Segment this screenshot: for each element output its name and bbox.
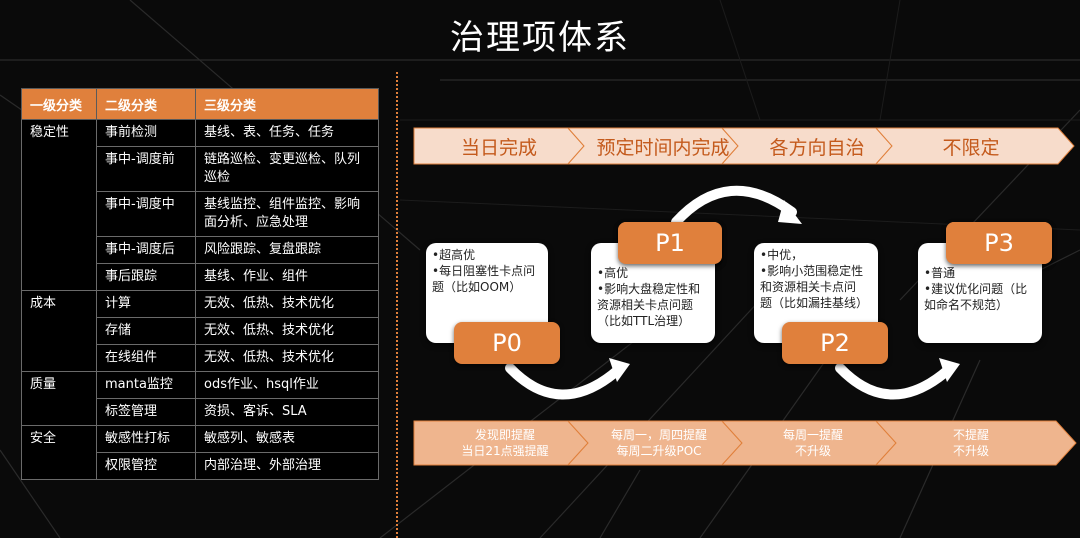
category-cell: 稳定性 [21,119,97,291]
reminder-line: 不升级 [794,444,831,458]
card-line: •超高优 [432,248,476,262]
card-line: •中优， [760,248,804,262]
reminder-label-1: 发现即提醒 当日21点强提醒 [430,427,580,459]
subcategory-cell: manta监控 [96,371,196,399]
category-cell: 安全 [21,425,97,480]
timeline-label-2: 预定时间内完成 [596,137,730,159]
detail-cell: ods作业、hsql作业 [195,371,379,399]
header-level3: 三级分类 [195,88,379,120]
card-line: 题（比如OOM） [432,280,522,294]
subcategory-cell: 计算 [96,290,196,318]
classification-table: 一级分类 二级分类 三级分类 稳定性 事前检测 基线、表、任务、任务 事中-调度… [21,88,379,480]
priority-label-p1-top: P1 [618,222,722,264]
card-line: 资源相关卡点问题 [597,298,694,312]
reminder-line: 每周一，周四提醒 [610,428,707,442]
reminder-line: 发现即提醒 [474,428,535,442]
reminder-label-4: 不提醒 不升级 [896,427,1046,459]
detail-cell: 风险跟踪、复盘跟踪 [195,236,379,264]
reminder-chevron-4 [874,420,1077,466]
chevron-4 [874,127,1075,165]
reminder-line: 每周二升级POC [616,444,702,458]
dotted-divider [396,72,398,538]
card-line: •影响小范围稳定性 [760,264,864,278]
card-line: （比如TTL治理） [597,314,691,328]
reminder-label-3: 每周一提醒 不升级 [738,427,888,459]
reminder-line: 不升级 [952,444,989,458]
card-line: •每日阻塞性卡点问 [432,264,536,278]
table-row: 事中-调度中 基线监控、组件监控、影响面分析、应急处理 [22,191,379,237]
subcategory-cell: 事后跟踪 [96,263,196,291]
detail-cell: 敏感列、敏感表 [195,425,379,453]
timeline-label-4: 不限定 [942,137,1000,159]
detail-cell: 链路巡检、变更巡检、队列巡检 [195,146,379,192]
detail-cell: 基线、表、任务、任务 [195,119,379,147]
card-line: 和资源相关卡点问 [760,280,857,294]
card-line: 题（比如漏挂基线） [760,296,869,310]
detail-cell: 内部治理、外部治理 [195,452,379,480]
arrowhead-2 [778,200,802,224]
card-line: •普通 [924,266,956,280]
table-row: 事中-调度前 链路巡检、变更巡检、队列巡检 [22,146,379,192]
reminder-line: 不提醒 [952,428,989,442]
reminder-line: 每周一提醒 [782,428,843,442]
detail-cell: 无效、低热、技术优化 [195,344,379,372]
header-level2: 二级分类 [96,88,196,120]
card-line: •影响大盘稳定性和 [597,282,701,296]
subcategory-cell: 权限管控 [96,452,196,480]
priority-label-p3-top: P3 [946,222,1052,264]
reminder-line: 当日21点强提醒 [461,444,549,458]
timeline-label-3: 各方向自治 [769,137,865,159]
reminder-chevrons [413,420,1077,466]
curve-arrow-p0-p1 [505,363,623,400]
card-line: •建议优化问题（比 [924,282,1028,296]
table-row: 稳定性 事前检测 基线、表、任务、任务 [21,119,379,291]
curve-arrow-p1-p2 [671,185,797,227]
subcategory-cell: 在线组件 [96,344,196,372]
priority-card-p2: •中优， •影响小范围稳定性 和资源相关卡点问 题（比如漏挂基线） [754,243,878,343]
card-line: 如命名不规范） [924,298,1009,312]
arrowhead-3 [939,358,960,382]
table-row: 在线组件 无效、低热、技术优化 [22,344,379,372]
priority-label-p2: P2 [782,322,888,364]
card-line: •高优 [597,266,629,280]
priority-label-p0: P0 [454,322,560,364]
reminder-label-2: 每周一，周四提醒 每周二升级POC [584,427,734,459]
subcategory-cell: 事中-调度中 [96,191,196,237]
timeline-label-1: 当日完成 [460,137,537,159]
table-row: 事中-调度后 风险跟踪、复盘跟踪 [22,236,379,264]
timeline-chevrons [413,127,1075,165]
table-header-row: 一级分类 二级分类 三级分类 [21,88,379,120]
arrowhead-1 [609,358,630,382]
table-row: 权限管控 内部治理、外部治理 [22,452,379,480]
curve-arrow-p2-p3 [835,363,953,400]
detail-cell: 基线监控、组件监控、影响面分析、应急处理 [195,191,379,237]
subcategory-cell: 标签管理 [96,398,196,426]
page-title: 治理项体系 [450,18,630,58]
subcategory-cell: 存储 [96,317,196,345]
table-row: 事后跟踪 基线、作业、组件 [22,263,379,291]
